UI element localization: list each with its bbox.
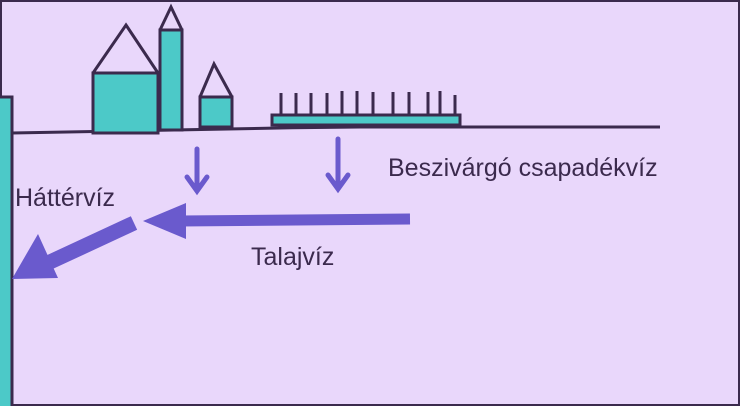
- groundwater-label: Talajvíz: [251, 243, 334, 271]
- house-roof: [91, 22, 160, 74]
- pavement-slab: [270, 113, 462, 127]
- small-house-roof: [198, 60, 234, 98]
- background-water-arrow: [12, 216, 138, 279]
- drain-grate: [279, 91, 457, 114]
- infiltration-arrowhead-left: [184, 174, 210, 196]
- background-water-label: Háttérvíz: [15, 184, 115, 212]
- infiltration-label: Beszivárgó csapadékvíz: [388, 154, 658, 182]
- sewer-wall: [0, 95, 14, 406]
- paved-surface: [270, 91, 462, 127]
- tower-body: [158, 28, 184, 132]
- small-house-body: [198, 95, 234, 129]
- buildings: [91, 3, 234, 135]
- infiltration-arrowhead-right: [325, 172, 351, 194]
- infiltration-arrows: [184, 136, 351, 196]
- house-body: [91, 71, 160, 135]
- ground-surface-line: [11, 125, 660, 135]
- groundwater-arrow: [143, 203, 411, 239]
- tower-roof: [158, 3, 184, 31]
